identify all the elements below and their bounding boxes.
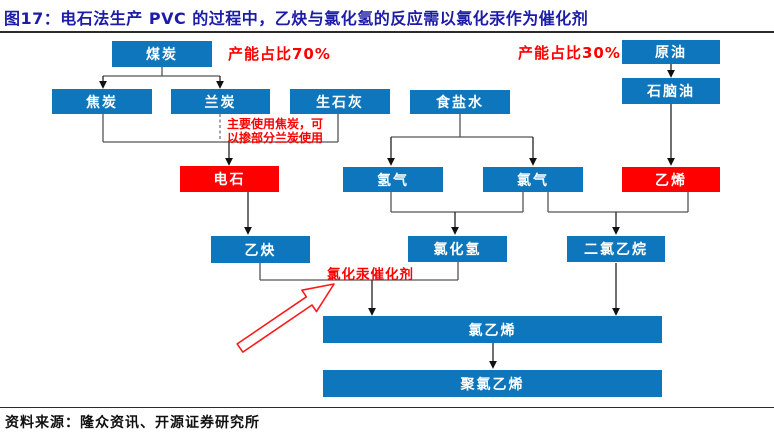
node-pvc: 聚氯乙烯 bbox=[323, 370, 662, 397]
node-hydrogen-chloride: 氯化氢 bbox=[408, 236, 507, 262]
hcl-merge-bracket bbox=[390, 192, 524, 213]
node-ethylene: 乙烯 bbox=[622, 167, 720, 192]
brine-split-bracket bbox=[391, 114, 533, 138]
node-coke: 焦炭 bbox=[52, 89, 152, 114]
coal-split-bracket bbox=[103, 67, 220, 77]
source-note: 资料来源：隆众资讯、开源证券研究所 bbox=[5, 415, 260, 431]
capacity-share-right-label: 产能占比30% bbox=[518, 44, 621, 62]
capacity-share-left-label: 产能占比70% bbox=[228, 45, 331, 63]
node-naphtha: 石脑油 bbox=[622, 78, 720, 104]
figure-title: 图17：电石法生产 PVC 的过程中，乙炔与氯化氢的反应需以氯化汞作为催化剂 bbox=[4, 9, 589, 28]
node-hydrogen: 氢气 bbox=[343, 167, 443, 192]
node-dichloroethane: 二氯乙烷 bbox=[567, 236, 665, 262]
catalyst-pointer-arrow bbox=[236, 283, 335, 353]
title-divider bbox=[0, 31, 774, 33]
coke-usage-note: 主要使用焦炭，可 以掺部分兰炭使用 bbox=[227, 117, 323, 145]
node-coal: 煤炭 bbox=[112, 41, 212, 67]
node-brine: 食盐水 bbox=[410, 90, 510, 114]
edc-merge-bracket bbox=[547, 192, 689, 213]
node-vinyl-chloride: 氯乙烯 bbox=[323, 316, 662, 343]
coke-usage-note-line2: 以掺部分兰炭使用 bbox=[227, 131, 324, 145]
node-quicklime: 生石灰 bbox=[290, 89, 390, 114]
node-calcium-carbide: 电石 bbox=[180, 166, 279, 192]
node-acetylene: 乙炔 bbox=[211, 236, 310, 263]
node-crude-oil: 原油 bbox=[622, 40, 720, 64]
footer-divider bbox=[0, 407, 774, 408]
node-semi-coke: 兰炭 bbox=[171, 89, 270, 114]
node-chlorine: 氯气 bbox=[483, 167, 583, 192]
coke-usage-note-line1: 主要使用焦炭，可 bbox=[227, 117, 324, 131]
catalyst-label: 氯化汞催化剂 bbox=[327, 267, 414, 283]
